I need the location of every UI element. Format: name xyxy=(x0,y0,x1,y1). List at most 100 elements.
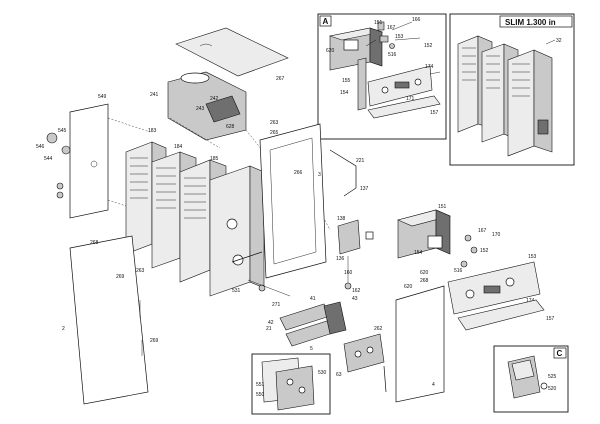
callout-151: 151 xyxy=(374,20,383,26)
callout-242: 242 xyxy=(210,96,219,102)
inset-slim-badge xyxy=(499,15,573,28)
callout-620: 620 xyxy=(326,48,335,54)
callout-269a: 269 xyxy=(116,274,125,280)
callout-620b: 620 xyxy=(420,270,429,276)
callout-5: 5 xyxy=(310,346,313,352)
callout-185: 185 xyxy=(210,156,219,162)
callout-516b: 516 xyxy=(454,268,463,274)
callout-545: 545 xyxy=(58,128,67,134)
callout-174: 174 xyxy=(425,64,434,70)
flue-damper-242 xyxy=(205,95,241,123)
inset-slim: SLIM 1.300 in 32 xyxy=(449,13,575,166)
control-display xyxy=(343,39,359,51)
callout-544: 544 xyxy=(44,156,53,162)
top-cover-panel xyxy=(175,27,289,77)
callout-63: 63 xyxy=(336,372,342,378)
callout-162: 162 xyxy=(352,288,361,294)
heat-exchanger: 183 184 185 xyxy=(125,128,265,297)
burner-plate-body xyxy=(343,333,385,373)
inset-c-badge xyxy=(553,347,567,359)
callout-42: 42 xyxy=(268,320,274,326)
callout-41: 41 xyxy=(310,296,316,302)
callout-154b: 154 xyxy=(414,250,423,256)
callout-268b: 268 xyxy=(420,278,429,284)
inset-slim-title: SLIM 1.300 in xyxy=(505,18,556,27)
callout-628: 628 xyxy=(226,124,235,130)
callout-620c: 620 xyxy=(404,284,413,290)
callout-43: 43 xyxy=(352,296,358,302)
callout-166: 166 xyxy=(412,17,421,23)
callout-152: 152 xyxy=(424,43,433,49)
callout-138: 138 xyxy=(337,216,346,222)
callout-137: 137 xyxy=(360,186,369,192)
control-box-side xyxy=(369,27,383,67)
callout-550: 550 xyxy=(256,392,265,398)
side-rail-154 xyxy=(357,57,367,111)
callout-546: 546 xyxy=(36,144,45,150)
inset-c-label: C xyxy=(557,349,563,358)
callout-183: 183 xyxy=(148,128,157,134)
front-panel-right-door xyxy=(395,285,445,403)
plug-546 xyxy=(46,132,58,144)
gas-valve: 138 136 160 162 xyxy=(336,216,374,294)
inset-a-label: A xyxy=(323,17,329,26)
frame-panel xyxy=(259,123,327,279)
callout-530: 530 xyxy=(318,370,327,376)
slim-section-3 xyxy=(507,49,553,157)
gas-valve-marker xyxy=(365,231,374,240)
callout-2: 2 xyxy=(62,326,65,332)
small-part-153 xyxy=(379,35,389,43)
callout-262: 262 xyxy=(374,326,383,332)
callout-167b: 167 xyxy=(478,228,487,234)
inset-a-badge xyxy=(319,15,332,27)
callout-241: 241 xyxy=(150,92,159,98)
callout-157b: 157 xyxy=(546,316,555,322)
burner-assembly: 42 41 43 5 xyxy=(268,296,358,352)
control-box-main-display xyxy=(427,235,443,249)
callout-170: 170 xyxy=(492,232,501,238)
pipe-221 xyxy=(329,149,357,197)
knob-b xyxy=(414,78,422,86)
gas-valve-body xyxy=(337,219,361,255)
lower-fittings: 531 271 21 xyxy=(231,251,291,332)
callout-4: 4 xyxy=(432,382,435,388)
callout-266: 266 xyxy=(294,170,303,176)
callout-155: 155 xyxy=(342,78,351,84)
flue-outlet xyxy=(180,72,210,84)
callout-167: 167 xyxy=(387,25,396,31)
callout-551: 551 xyxy=(256,382,265,388)
flue-hood: 241 242 243 628 xyxy=(150,71,247,141)
callout-151b: 151 xyxy=(438,204,447,210)
callout-271: 271 xyxy=(272,302,281,308)
callout-267: 267 xyxy=(276,76,285,82)
callout-171: 171 xyxy=(406,96,415,102)
callout-549: 549 xyxy=(98,94,107,100)
front-panel-right: 620 268 4 xyxy=(395,278,445,403)
callout-269b: 269 xyxy=(150,338,159,344)
rear-section xyxy=(209,165,265,297)
slim-callout-32: 32 xyxy=(556,38,562,44)
callout-3: 3 xyxy=(318,172,321,178)
callout-263: 263 xyxy=(270,120,279,126)
callout-174b: 174 xyxy=(526,298,535,304)
control-box-main: 151 154 167 152 516 153 174 157 170 620 xyxy=(397,204,555,331)
callout-153b: 153 xyxy=(528,254,537,260)
callout-516: 516 xyxy=(388,52,397,58)
side-panel-549 xyxy=(69,103,109,219)
panel-display xyxy=(394,81,410,89)
small-part-166 xyxy=(377,21,385,31)
small-part-516 xyxy=(389,43,395,49)
callout-221: 221 xyxy=(356,158,365,164)
callout-525: 525 xyxy=(548,374,557,380)
inset-a: A 151 166 167 153 152 516 620 174 171 15… xyxy=(317,13,447,140)
burner-manifold xyxy=(323,301,347,335)
callout-265: 265 xyxy=(270,130,279,136)
knob-a xyxy=(381,86,389,94)
callout-153: 153 xyxy=(395,34,404,40)
callout-520: 520 xyxy=(548,386,557,392)
callout-263b: 263 xyxy=(136,268,145,274)
burner-plate: 262 63 xyxy=(336,326,387,393)
inset-c: C 525 520 xyxy=(493,345,569,413)
callout-160: 160 xyxy=(344,270,353,276)
